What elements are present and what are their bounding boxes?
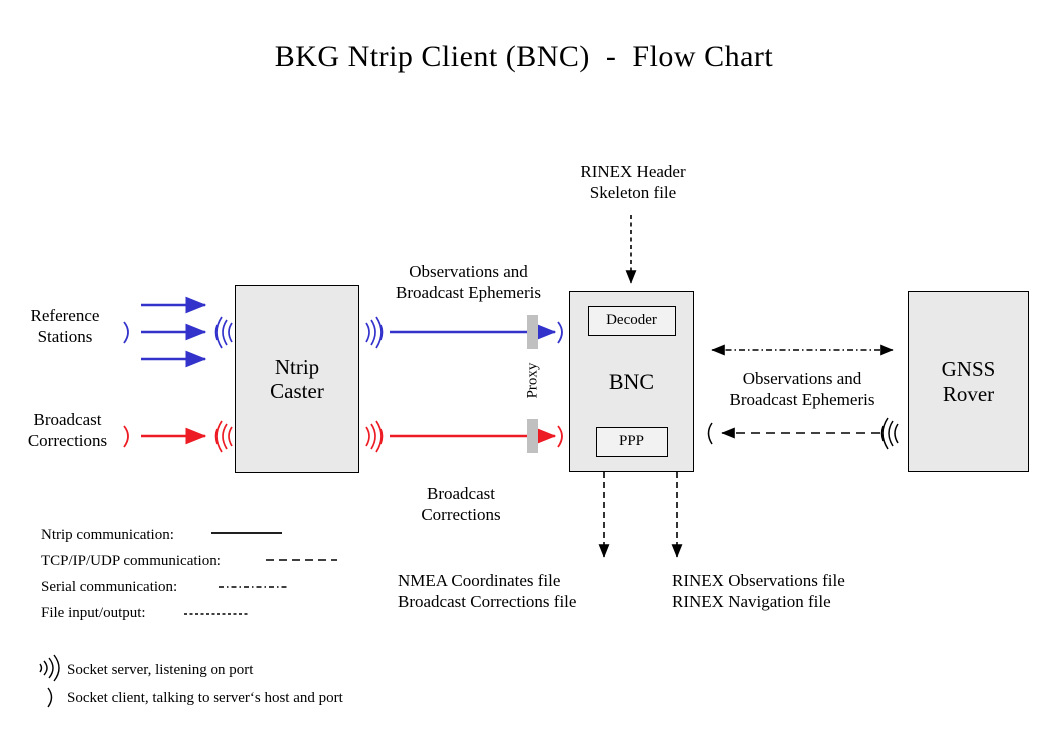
legend-row-file-io: File input/output: [41,600,371,626]
bnc-output-left-label: NMEA Coordinates file Broadcast Correcti… [398,571,577,612]
legend-label-tcpip: TCP/IP/UDP communication: [41,552,221,569]
rinex-header-skeleton-label: RINEX Header Skeleton file [580,162,686,203]
bnc-output-right-label: RINEX Observations file RINEX Navigation… [672,571,845,612]
legend-socket-symbols: Socket server, listening on port Socket … [67,656,487,712]
ntrip-caster-label: Ntrip Caster [270,354,324,403]
socket-server-icon-caster-left-bottom [214,420,233,453]
socket-client-icon-bnc-left-top [557,321,563,344]
gnss-rover-label: GNSS Rover [941,357,996,406]
proxy-bar-bottom [527,419,538,453]
bnc-decoder-label: Decoder [606,312,657,329]
bnc-ppp-box[interactable]: PPP [595,426,668,457]
socket-server-icon-caster-right-bottom [365,420,384,453]
legend-row-tcpip: TCP/IP/UDP communication: [41,548,371,574]
socket-client-icon-bnc-right [707,422,713,445]
legend-label-socket-server: Socket server, listening on port [67,661,254,678]
socket-server-icon-caster-right-top [365,316,384,349]
socket-client-icon-legend [47,687,53,708]
legend-label-ntrip: Ntrip communication: [41,526,174,543]
ntrip-caster-box[interactable]: Ntrip Caster [235,285,359,473]
bnc-box[interactable]: Decoder BNC PPP [569,291,694,472]
bnc-label: BNC [608,368,655,394]
legend-label-serial: Serial communication: [41,578,178,595]
edge-reference-stations-to-caster [141,296,207,368]
edge-label-broadcast-corrections-bottom: Broadcast Corrections [421,484,501,525]
legend-row-ntrip: Ntrip communication: [41,522,371,548]
legend-label-socket-client: Socket client, talking to server‘s host … [67,689,343,706]
edge-label-observations-ephemeris-top: Observations and Broadcast Ephemeris [396,262,541,303]
legend-row-socket-client: Socket client, talking to server‘s host … [67,684,487,712]
page-title: BKG Ntrip Client (BNC) - Flow Chart [274,40,774,73]
legend-row-serial: Serial communication: [41,574,371,600]
gnss-rover-box[interactable]: GNSS Rover [908,291,1029,472]
legend-row-socket-server: Socket server, listening on port [67,656,487,684]
socket-client-icon-bnc-left-bottom [557,425,563,448]
edge-label-bnc-rover-observations: Observations and Broadcast Ephemeris [729,369,875,410]
bnc-ppp-label: PPP [618,433,645,450]
legend-line-styles: Ntrip communication: TCP/IP/UDP communic… [41,522,371,626]
socket-server-icon-caster-left-top [214,316,233,349]
legend-label-file-io: File input/output: [41,604,146,621]
reference-stations-label: Reference Stations [30,306,100,347]
proxy-label-wrapper: Proxy [500,362,566,398]
socket-server-icon-legend [39,654,60,682]
socket-server-icon-rover-left [880,417,899,450]
broadcast-corrections-source-label: Broadcast Corrections [27,410,108,451]
proxy-bar-top [527,315,538,349]
bnc-decoder-box[interactable]: Decoder [587,306,676,336]
socket-client-icon-reference-stations [123,321,129,344]
proxy-label: Proxy [524,362,541,398]
